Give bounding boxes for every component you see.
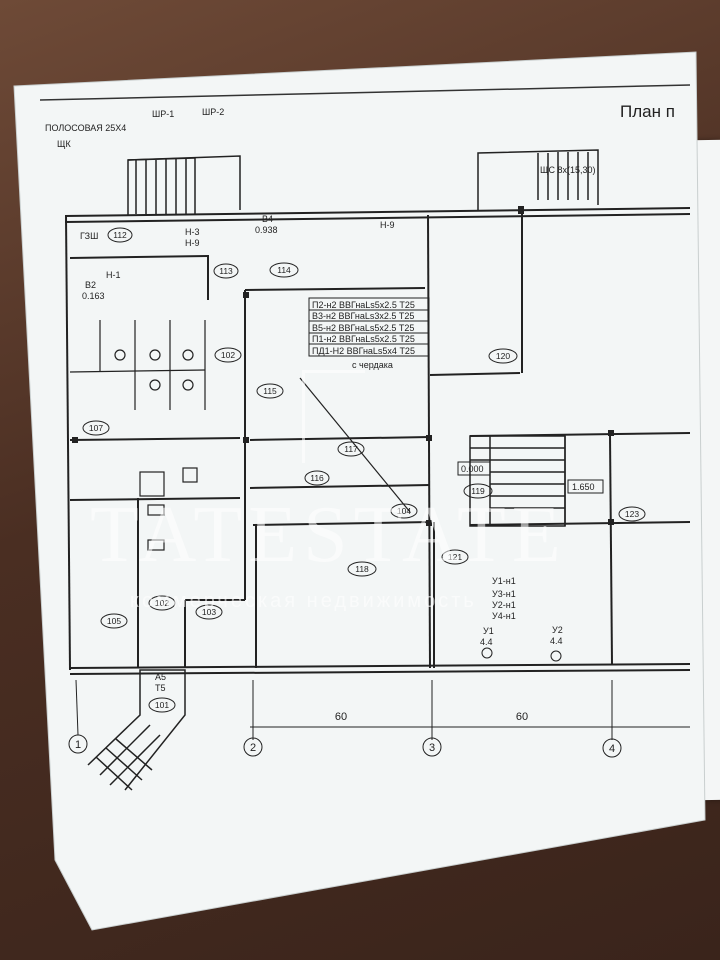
n1-label: Н-1 — [106, 270, 121, 280]
room-103: 103 — [202, 607, 216, 617]
n3-label: Н-3 — [185, 227, 200, 237]
u2n1-label: У2-н1 — [492, 600, 516, 610]
cable-note: с чердака — [352, 360, 393, 370]
v2-label: В2 — [85, 280, 96, 290]
room-112: 112 — [113, 230, 127, 240]
room-104: 104 — [397, 506, 411, 516]
axis-2: 2 — [250, 742, 256, 754]
level-0000: 0.000 — [461, 464, 484, 474]
room-101: 101 — [155, 700, 169, 710]
watermark-logo-mark — [302, 370, 365, 463]
room-105: 105 — [107, 616, 121, 626]
dim-60-a: 60 — [335, 711, 347, 723]
level-1650: 1.650 — [572, 482, 595, 492]
u4n1-label: У4-н1 — [492, 611, 516, 621]
room-113: 113 — [219, 266, 233, 276]
n9b-label: Н-9 — [380, 220, 395, 230]
watermark-subtitle: коммерческая недвижимость — [130, 590, 477, 612]
v4-value: 0.938 — [255, 225, 278, 235]
u3n1-label: У3-н1 — [492, 589, 516, 599]
t5-label: Т5 — [155, 683, 166, 693]
strip-label: ПОЛОСОВАЯ 25Х4 — [45, 123, 126, 133]
shk-label: ЩК — [57, 139, 71, 149]
cable-row-4: П1-н2 ВВГнаLs5х2.5 Т25 — [312, 334, 415, 344]
room-123: 123 — [625, 509, 639, 519]
room-114: 114 — [277, 265, 291, 275]
axis-4: 4 — [609, 743, 615, 755]
u2-value: 4.4 — [550, 636, 563, 646]
a5-label: А5 — [155, 672, 166, 682]
axis-3: 3 — [429, 742, 435, 754]
room-102-b: 102 — [155, 598, 169, 608]
dim-60-b: 60 — [516, 711, 528, 723]
v2-value: 0.163 — [82, 291, 105, 301]
plan-title: План п — [620, 102, 675, 121]
u1-value: 4.4 — [480, 637, 493, 647]
cable-row-1: П2-н2 ВВГнаLs5х2.5 Т25 — [312, 300, 415, 310]
room-117: 117 — [344, 444, 358, 454]
v4-label: В4 — [262, 214, 273, 224]
shr1-label: ШР-1 — [152, 109, 174, 119]
room-119: 119 — [471, 486, 485, 496]
stair-note: ЩС 8х(15,30) — [540, 165, 595, 175]
u1-label: У1 — [483, 626, 494, 636]
axis-1: 1 — [75, 739, 81, 751]
room-102-a: 102 — [221, 350, 235, 360]
room-121: 121 — [448, 552, 462, 562]
cable-row-5: ПД1-Н2 ВВГнаLs5х4 Т25 — [312, 346, 415, 356]
u2-label: У2 — [552, 625, 563, 635]
gzsh-label: ГЗШ — [80, 231, 98, 241]
room-107: 107 — [89, 423, 103, 433]
room-118: 118 — [355, 564, 369, 574]
room-115: 115 — [263, 386, 277, 396]
n9a-label: Н-9 — [185, 238, 200, 248]
u1n1-label: У1-н1 — [492, 576, 516, 586]
cable-row-3: В5-н2 ВВГнаLs5х2.5 Т25 — [312, 323, 414, 333]
watermark-title: TATESTATE — [90, 491, 567, 579]
room-116: 116 — [310, 473, 324, 483]
shr2-label: ШР-2 — [202, 107, 224, 117]
room-120: 120 — [496, 351, 510, 361]
cable-row-2: В3-н2 ВВГнаLs3х2.5 Т25 — [312, 311, 414, 321]
